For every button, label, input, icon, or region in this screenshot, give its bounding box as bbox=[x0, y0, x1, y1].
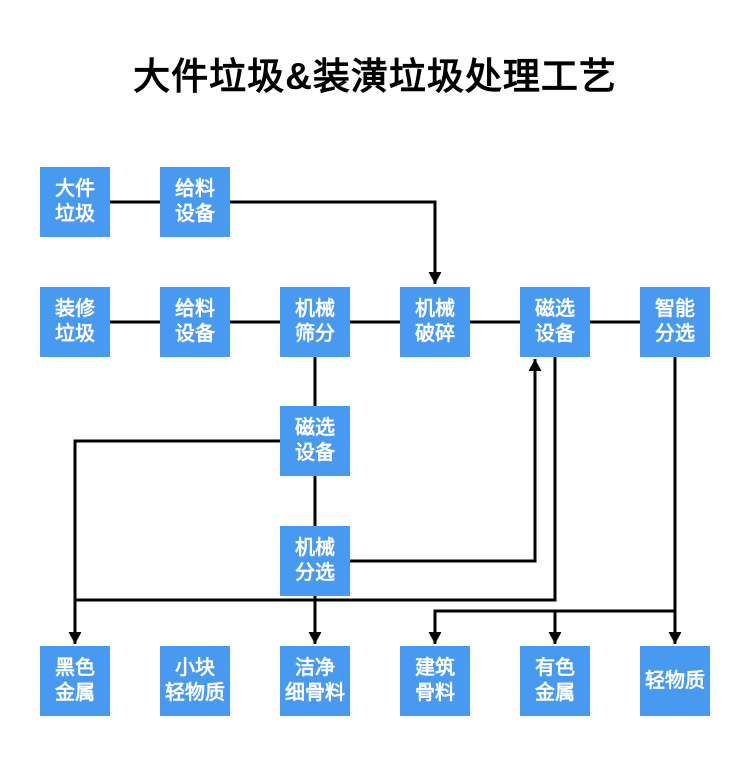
node-bulky-waste: 大件 垃圾 bbox=[40, 167, 110, 237]
edge-feeder1-crushing bbox=[230, 200, 442, 284]
page-title: 大件垃圾&装潢垃圾处理工艺 bbox=[133, 56, 617, 97]
node-label: 小块 轻物质 bbox=[165, 657, 225, 704]
node-light-material: 轻物质 bbox=[640, 646, 710, 716]
edge-intelligent-construction-aggregate bbox=[428, 609, 675, 644]
node-mechanical-screening: 机械 筛分 bbox=[280, 287, 350, 357]
node-feeder-1: 给料 设备 bbox=[160, 167, 230, 237]
node-feeder-2: 给料 设备 bbox=[160, 287, 230, 357]
node-clean-fine-aggregate: 洁净 细骨料 bbox=[280, 646, 350, 716]
node-magnetic-separator-lower: 磁选 设备 bbox=[280, 406, 350, 476]
node-label: 装修 垃圾 bbox=[55, 298, 95, 345]
edge-magnetic-lower-ferrous bbox=[68, 439, 280, 644]
node-nonferrous-metal: 有色 金属 bbox=[520, 646, 590, 716]
edge-magnetic-main-ferrous bbox=[75, 357, 557, 602]
node-small-light-material: 小块 轻物质 bbox=[160, 646, 230, 716]
node-label: 机械 破碎 bbox=[415, 298, 455, 345]
node-label: 给料 设备 bbox=[175, 298, 215, 345]
node-mechanical-sorting: 机械 分选 bbox=[280, 526, 350, 596]
node-label: 有色 金属 bbox=[535, 657, 575, 704]
node-construction-aggregate: 建筑 骨料 bbox=[400, 646, 470, 716]
node-label: 建筑 骨料 bbox=[415, 657, 455, 704]
node-label: 机械 筛分 bbox=[295, 298, 335, 345]
node-label: 轻物质 bbox=[645, 669, 705, 692]
node-label: 给料 设备 bbox=[175, 178, 215, 225]
node-renovation-waste: 装修 垃圾 bbox=[40, 287, 110, 357]
node-label: 大件 垃圾 bbox=[55, 178, 95, 225]
node-label: 洁净 细骨料 bbox=[285, 657, 345, 704]
node-intelligent-sorting: 智能 分选 bbox=[640, 287, 710, 357]
edge-sorting-magnetic-main bbox=[350, 359, 542, 563]
node-label: 智能 分选 bbox=[655, 298, 695, 345]
node-magnetic-separator-main: 磁选 设备 bbox=[520, 287, 590, 357]
node-ferrous-metal: 黑色 金属 bbox=[40, 646, 110, 716]
node-label: 黑色 金属 bbox=[55, 657, 95, 704]
node-label: 磁选 设备 bbox=[535, 298, 575, 345]
node-label: 磁选 设备 bbox=[295, 417, 335, 464]
node-mechanical-crushing: 机械 破碎 bbox=[400, 287, 470, 357]
node-label: 机械 分选 bbox=[295, 537, 335, 584]
